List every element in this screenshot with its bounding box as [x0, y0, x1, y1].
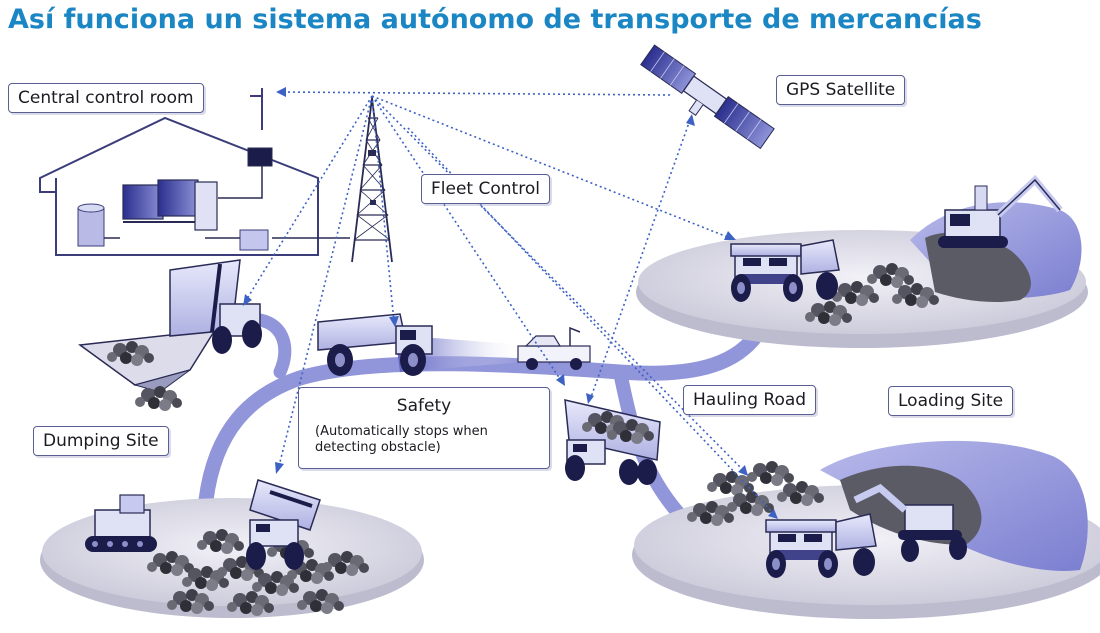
excavator-icon: [938, 174, 1063, 248]
dump-truck-icon: [765, 513, 877, 579]
excavator-icon: [853, 483, 967, 562]
dump-truck-icon: [169, 259, 262, 354]
dump-truck-icon: [730, 239, 840, 303]
safety-title: Safety: [396, 396, 452, 416]
dumping-site-platform: [40, 479, 424, 618]
communication-links: [244, 91, 776, 516]
safety-note: (Automatically stops when detecting obst…: [315, 424, 488, 455]
safety-callout: Safety (Automatically stops when detecti…: [298, 387, 550, 469]
dump-truck-icon: [564, 399, 661, 485]
bulldozer-icon: [85, 494, 157, 552]
computer-icon: [122, 179, 218, 231]
database-icon: [77, 203, 105, 247]
building-icon: [39, 88, 350, 256]
dump-truck-icon: [317, 313, 433, 376]
loading-site-upper: [636, 174, 1088, 348]
gps-satellite-label: GPS Satellite: [776, 75, 906, 105]
dumping-site-label: Dumping Site: [33, 426, 169, 456]
central-control-room-label: Central control room: [8, 83, 204, 113]
loading-site-lower: [632, 440, 1100, 619]
satellite-icon: [640, 44, 775, 150]
loading-site-label: Loading Site: [888, 386, 1014, 416]
dump-truck-icon: [246, 479, 321, 570]
arrowheads: [243, 87, 778, 519]
page-title: Así funciona un sistema autónomo de tran…: [8, 4, 982, 35]
hauling-road-label: Hauling Road: [683, 385, 817, 415]
fleet-control-label: Fleet Control: [421, 174, 550, 204]
pickup-truck-icon: [517, 326, 591, 370]
antenna-tower-icon: [351, 97, 393, 263]
hopper-icon: [77, 329, 217, 411]
